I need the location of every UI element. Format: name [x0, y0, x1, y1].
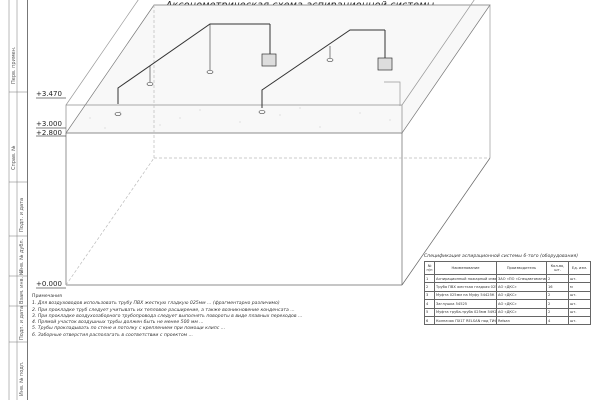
table-cell: 6 — [424, 315, 435, 326]
table-cell: 2 — [546, 273, 569, 284]
note-item: 5. Трубы прокладывать по стене и потолку… — [32, 326, 226, 332]
left-title-block-lines — [8, 0, 28, 400]
col-header: Наименование — [434, 261, 497, 275]
table-cell: Муфта 025мм на Муфу 54425К — [434, 290, 497, 301]
specification-table-block: Спецификация аспирационной системы 6-тог… — [424, 254, 591, 326]
level-mark-3000: +3.000 — [36, 120, 62, 128]
aspiration-detector-2 — [377, 57, 393, 71]
table-cell: шт. — [568, 315, 591, 326]
table-cell: 2 — [546, 290, 569, 301]
level-mark-3470: +3.470 — [36, 90, 62, 98]
table-cell: 16 — [546, 282, 569, 292]
note-item: 3. При прокладке воздухозаборного трубоп… — [32, 313, 303, 319]
table-cell: АО «ДКС» — [496, 299, 547, 309]
table-cell: шт. — [568, 299, 591, 309]
table-cell: Заглушка 54525 — [434, 299, 497, 309]
table-cell: Труба ПВХ жесткая гладкая 025мм 63925К — [434, 282, 497, 292]
col-header: Кол-во, шт. — [546, 261, 569, 275]
table-cell: 1 — [424, 273, 435, 284]
table-cell: шт. — [568, 273, 591, 284]
table-cell: АО «ДКС» — [496, 307, 547, 317]
note-item: 2. При прокладке труб следует учитывать … — [32, 307, 295, 313]
notes-block: Примечания 1. Для воздуховодов использов… — [32, 294, 424, 339]
table-cell: Relsan — [496, 315, 547, 326]
table-cell: ЗАО «ПО «Спецавтоматика» — [496, 273, 547, 284]
col-header: Производитель — [496, 261, 547, 275]
table-cell: Аспирационный пожарный извещатель ИПА-1 — [434, 273, 497, 284]
pipe-network — [117, 23, 386, 108]
table-cell: м — [568, 282, 591, 292]
detector-units — [261, 53, 393, 71]
col-header: Ед. изм. — [568, 261, 591, 275]
table-cell: Муфта труба-труба 025мм 54925 — [434, 307, 497, 317]
note-item: 4. Прямой участок воздушных трубы должен… — [32, 320, 204, 326]
note-item: 1. Для воздуховодов использовать трубу П… — [32, 301, 280, 307]
left-title-block: Перв. примен. Справ. № Подп. и дата Инв.… — [0, 0, 28, 400]
room-box — [36, 0, 491, 289]
table-cell: 2 — [424, 282, 435, 292]
level-mark-0000: +0.000 — [36, 280, 62, 288]
table-cell: 5 — [424, 307, 435, 317]
table-cell: 2 — [546, 299, 569, 309]
aspiration-detector-1 — [261, 53, 277, 67]
notes-heading: Примечания — [32, 294, 62, 299]
sampling-points — [114, 58, 334, 116]
col-header: № п/п — [424, 261, 435, 275]
table-cell: 4 — [424, 299, 435, 309]
table-cell: АО «ДКС» — [496, 282, 547, 292]
table-cell: АО «ДКС» — [496, 290, 547, 301]
note-item: 6. Заборные отверстия располагать в соот… — [32, 332, 193, 338]
level-mark-2800: +2.800 — [36, 129, 62, 137]
table-cell: 2 — [546, 307, 569, 317]
table-cell: шт. — [568, 307, 591, 317]
slab-hatching — [89, 107, 391, 129]
table-header-row: № п/п Наименование Производитель Кол-во,… — [424, 261, 591, 275]
table-cell: 4 — [546, 315, 569, 326]
table-cell: Колпачок ПХ1Т RELSAN под ТИФ — [434, 315, 497, 326]
spec-caption: Спецификация аспирационной системы 6-тог… — [424, 254, 579, 259]
table-cell: 3 — [424, 290, 435, 301]
table-cell: шт. — [568, 290, 591, 301]
specification-table: № п/п Наименование Производитель Кол-во,… — [424, 261, 591, 326]
